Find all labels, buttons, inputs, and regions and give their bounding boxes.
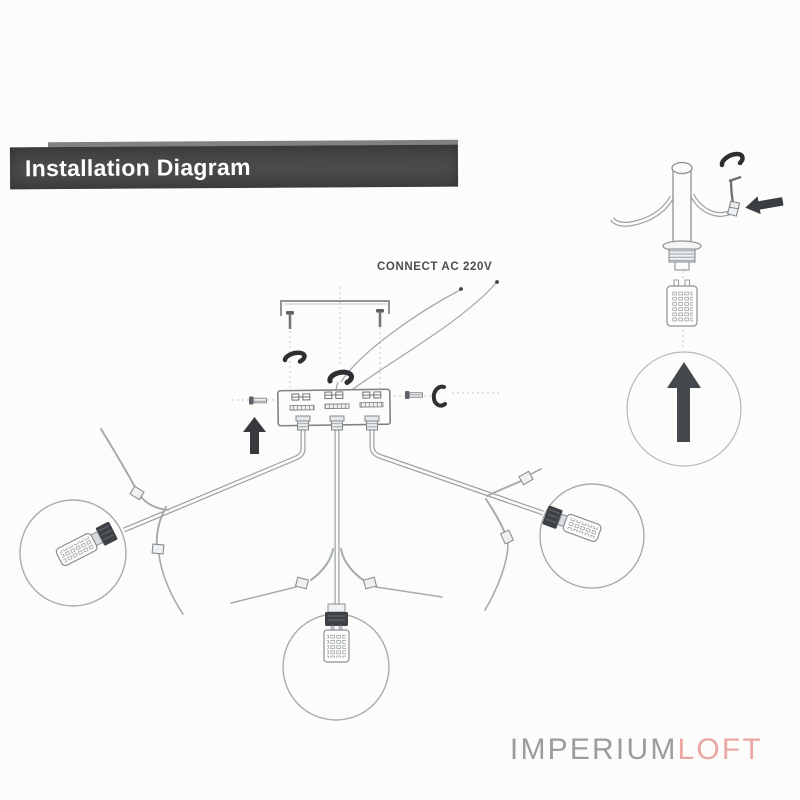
lamp-left: [55, 521, 118, 567]
bracket-screw-right: [376, 309, 384, 327]
power-wires: [335, 282, 497, 394]
collar: [327, 603, 346, 613]
rotation-clip-icon: [719, 151, 745, 168]
brand-watermark: IMPERIUMLOFT: [510, 733, 763, 767]
up-arrow-icon: [243, 417, 266, 454]
threaded-socket: [668, 248, 696, 263]
detail-up-arrow-icon: [667, 362, 701, 442]
lamp-right: [542, 505, 602, 543]
side-screw-left: [249, 396, 267, 405]
detail-led-bulb: [666, 279, 698, 327]
socket: [542, 505, 563, 529]
c-clip: [431, 384, 447, 408]
brand-loft: LOFT: [677, 733, 763, 766]
canopy-posts: [295, 415, 380, 431]
brand-imperium: IMPERIUM: [509, 733, 678, 766]
globe-left: [19, 499, 127, 607]
globe-right: [539, 483, 645, 589]
wire-locking-clips: [282, 350, 354, 385]
detail-circle: [626, 351, 742, 467]
keyhole-slots: [291, 391, 382, 401]
mounting-bracket: [280, 300, 390, 316]
ceiling-cup-detail: [610, 151, 784, 327]
branch-arms: [100, 428, 542, 615]
right-arm: [369, 429, 544, 516]
lamp-bottom: [323, 603, 350, 663]
wire-end-dot: [459, 287, 463, 291]
bracket-screw-left: [286, 311, 294, 329]
connect-ac-label: CONNECT AC 220V: [377, 261, 493, 273]
wire-end-dot: [495, 280, 499, 284]
left-arm: [123, 429, 306, 533]
socket: [325, 612, 348, 626]
allen-key: [728, 175, 742, 204]
arm-clamps: [129, 470, 534, 590]
insert-arrow-icon: [745, 196, 784, 215]
arms: [123, 429, 544, 612]
construction-lines: [232, 266, 684, 401]
side-screw-right: [405, 391, 423, 399]
canopy-slots: [289, 401, 384, 411]
